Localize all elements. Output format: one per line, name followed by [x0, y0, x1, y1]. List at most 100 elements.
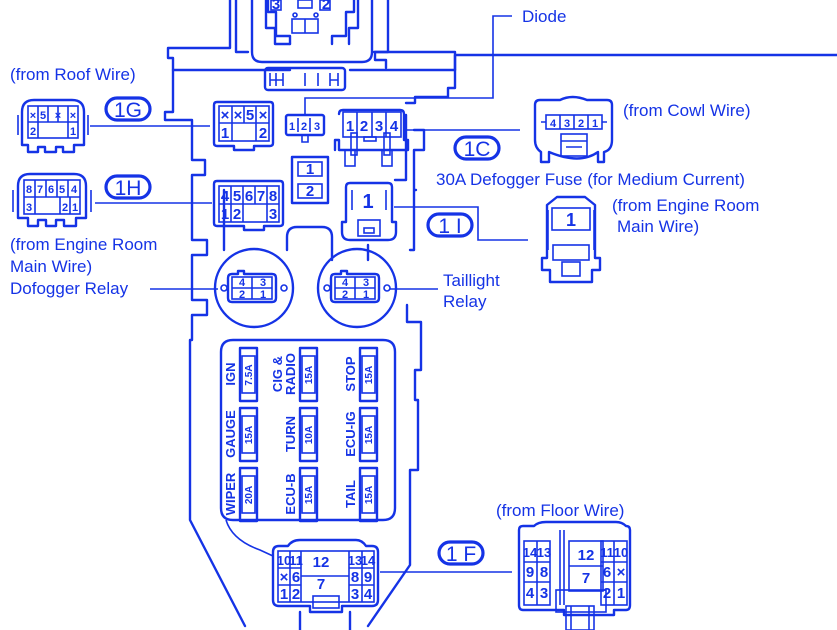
label-from-engine-room-right: (from Engine Room	[612, 196, 759, 215]
fuse-ecu-ig: 15A ECU-IG	[343, 406, 379, 463]
pin-label: 11	[289, 553, 303, 568]
fuse-name: STOP	[343, 356, 358, 391]
fuse-body	[238, 466, 259, 523]
label-taillight-relay: Taillight	[443, 271, 500, 290]
top-relay-bar	[263, 66, 347, 92]
pin-label: 12	[578, 547, 595, 564]
pin-label: 1	[280, 586, 288, 603]
leader-line-diode	[304, 15, 512, 115]
pin-label: 1	[221, 125, 229, 142]
pin-label: 1	[72, 202, 78, 214]
pin-label: 4	[390, 118, 399, 135]
pin-label: 11	[600, 545, 614, 560]
connector-code-1G: 1G	[104, 96, 152, 122]
fuse-amp-rating: 15A	[364, 366, 375, 384]
pin-label: 2	[62, 202, 68, 214]
code-1H-label: 1H	[115, 177, 142, 200]
pin-label: 7	[37, 184, 43, 196]
pin-label: ×	[221, 107, 230, 124]
fuse-body	[298, 406, 319, 463]
pin-label: 1	[617, 585, 625, 602]
label-from-roof-wire: (from Roof Wire)	[10, 65, 136, 84]
pin-label: 8	[269, 188, 277, 205]
fuse-amp-rating: 15A	[304, 486, 315, 504]
pin-label: 2	[239, 289, 245, 301]
pin-label: 4	[364, 586, 373, 603]
connector-1F-harness: 14 9 4 13 8 3 12 7 11 6 2 10 × 1	[517, 520, 632, 630]
fuse-name: ECU-IG	[343, 411, 358, 457]
connector-1I-block: 1	[340, 181, 398, 242]
pin-label: 1	[346, 118, 354, 135]
fuse-ecu-b: 15A ECU-B	[283, 466, 319, 523]
label-main-wire-left: Main Wire)	[10, 257, 92, 276]
pin-label: 1	[70, 126, 76, 138]
connector-1C-block: 1 2 3 4	[333, 108, 410, 167]
connector-1I-harness: 1	[540, 195, 602, 284]
pin-label: 5	[233, 188, 241, 205]
fuse-amp-rating: 10A	[304, 426, 315, 444]
fuse-amp-rating: 15A	[244, 426, 255, 444]
pin-label: 1	[289, 121, 295, 133]
pin-label: 3	[540, 585, 548, 602]
pin-label: 2	[578, 118, 584, 130]
fuse-body	[358, 346, 379, 403]
connector-code-1C: 1C	[453, 135, 501, 161]
pin-label: 2	[342, 289, 348, 301]
fuse-name: GAUGE	[223, 410, 238, 458]
pin-label: 2	[603, 585, 611, 602]
pin-label: ×	[259, 107, 268, 124]
pin-label: 1	[260, 289, 266, 301]
fuse-amp-rating: 15A	[364, 426, 375, 444]
connector-1C-harness: 4 3 2 1	[533, 95, 614, 164]
pin-label: 3	[351, 586, 359, 603]
pin-label: 4	[239, 277, 246, 289]
pin-label: 1	[592, 118, 598, 130]
connector-1G-block: × × 5 × 1 2	[212, 100, 275, 152]
pin-label: 9	[526, 564, 534, 581]
pin-label: 5	[40, 110, 46, 122]
pin-label: 6	[292, 569, 300, 586]
fuse-gauge: 15A GAUGE	[223, 406, 259, 463]
code-1G-label: 1G	[114, 99, 142, 122]
pin-label: ×	[617, 564, 626, 581]
pin-label: 3	[26, 202, 32, 214]
fuse-stop: 15A STOP	[343, 346, 379, 403]
pin-label: 3	[314, 121, 320, 133]
pin-label: 3	[564, 118, 570, 130]
pin-label: 12	[313, 554, 330, 571]
pin-label: 7	[582, 570, 590, 587]
pin-label: 6	[603, 564, 611, 581]
pin-label: 4	[526, 585, 535, 602]
pin-label: 2	[233, 206, 241, 223]
fuse-body	[298, 466, 319, 523]
fuse-body	[298, 346, 319, 403]
label-defogger-relay: Dofogger Relay	[10, 279, 129, 298]
connector-code-1F: 1 F	[437, 540, 485, 566]
pin-label: 3	[260, 277, 266, 289]
pin-label: 2	[30, 126, 36, 138]
pin-label: 4	[342, 277, 349, 289]
fuse-name: ECU-B	[283, 473, 298, 514]
connector-1H-harness: 8 7 6 5 4 3 2 1	[12, 172, 92, 228]
pin-label: 14	[361, 553, 376, 568]
pin-label: 6	[48, 184, 54, 196]
pin-label: 13	[537, 545, 551, 560]
pin-label: 3	[269, 206, 277, 223]
pin-label: 1	[362, 191, 373, 213]
fuse-amp-rating: 20A	[244, 486, 255, 504]
pin-label: 4	[71, 184, 78, 196]
pin-label: 2	[259, 125, 267, 142]
pin-label: 10	[614, 545, 628, 560]
pin-label: 3	[363, 277, 369, 289]
pin-label: 4	[550, 118, 557, 130]
pin-label: 7	[257, 188, 265, 205]
leader-line-1I	[394, 206, 528, 241]
connector-top: 3 2	[266, 0, 356, 46]
fuse-amp-rating: 15A	[364, 486, 375, 504]
fuse-body	[358, 466, 379, 523]
pin-label: 10	[277, 553, 291, 568]
defogger-relay: 4 3 2 1	[213, 247, 295, 329]
label-from-engine-room-left: (from Engine Room	[10, 235, 157, 254]
